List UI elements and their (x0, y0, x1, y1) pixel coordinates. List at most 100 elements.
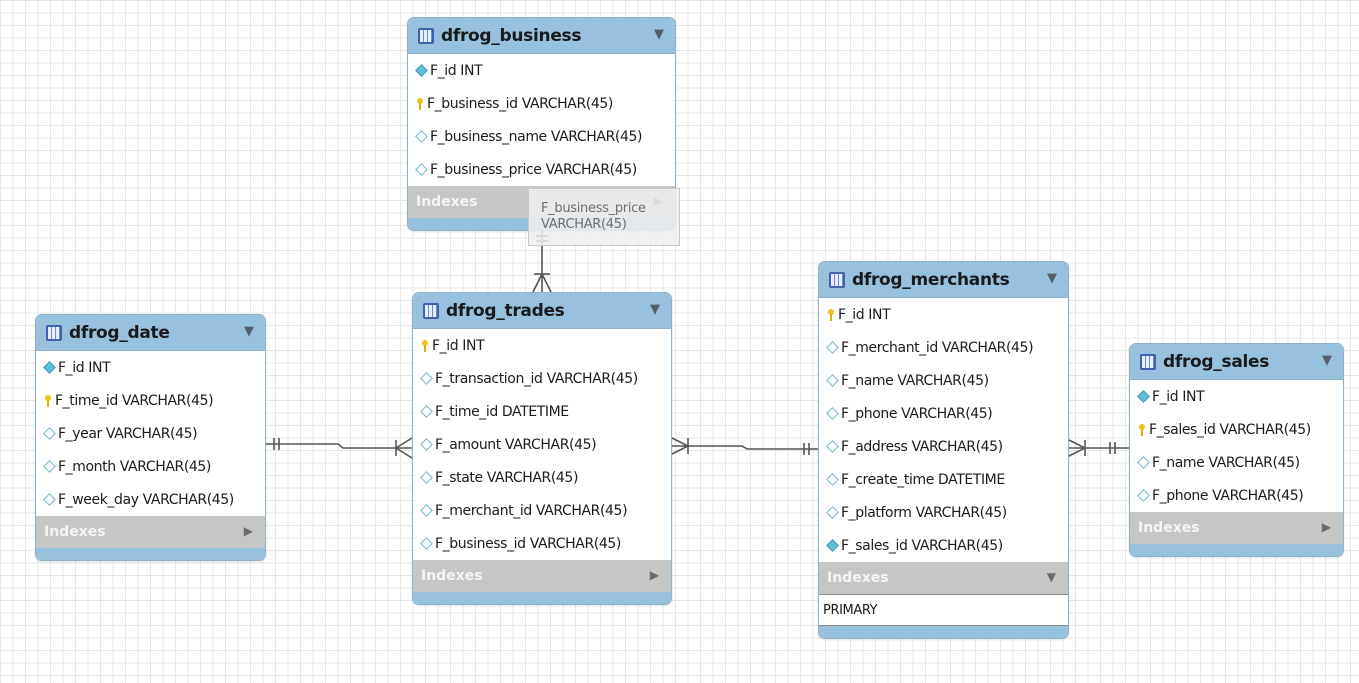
index-name: PRIMARY (823, 602, 878, 618)
chevron-down-icon[interactable]: ▼ (1046, 570, 1056, 584)
table-name: dfrog_date (69, 322, 170, 343)
nullable-diamond-icon (420, 471, 433, 484)
column-row[interactable]: F_sales_id VARCHAR(45) (1130, 413, 1343, 446)
column-row[interactable]: F_week_day VARCHAR(45) (36, 483, 265, 516)
chevron-down-icon[interactable]: ▼ (244, 324, 254, 339)
column-row[interactable]: F_amount VARCHAR(45) (413, 428, 671, 461)
column-row[interactable]: F_id INT (36, 351, 265, 384)
table-icon (829, 271, 845, 288)
index-item[interactable]: PRIMARY (819, 594, 1068, 626)
column-label: F_week_day VARCHAR(45) (58, 491, 234, 508)
column-row[interactable]: F_create_time DATETIME (819, 463, 1068, 496)
table-header[interactable]: dfrog_business▼ (408, 18, 675, 54)
nullable-diamond-icon (826, 374, 839, 387)
column-label: F_transaction_id VARCHAR(45) (435, 370, 638, 387)
primary-key-icon (828, 308, 834, 321)
table-footer (36, 548, 265, 560)
column-label: F_business_name VARCHAR(45) (430, 128, 643, 145)
column-row[interactable]: F_sales_id VARCHAR(45) (819, 529, 1068, 562)
column-row[interactable]: F_id INT (1130, 380, 1343, 413)
column-label: F_year VARCHAR(45) (58, 425, 198, 442)
chevron-right-icon[interactable]: ▶ (1321, 520, 1331, 534)
column-row[interactable]: F_business_id VARCHAR(45) (408, 87, 675, 120)
column-tooltip: F_business_price VARCHAR(45) (528, 188, 680, 246)
indexes-bar[interactable]: Indexes▶ (36, 516, 265, 548)
table-dfrog-trades[interactable]: dfrog_trades ▼ F_id INT F_transaction_id VA… (412, 292, 672, 605)
chevron-down-icon[interactable]: ▼ (650, 302, 660, 317)
column-row[interactable]: F_transaction_id VARCHAR(45) (413, 362, 671, 395)
indexes-bar[interactable]: Indexes ▶ (1130, 512, 1343, 544)
indexes-label: Indexes (827, 570, 889, 586)
table-footer (413, 592, 671, 604)
table-header[interactable]: dfrog_sales▼ (1130, 344, 1343, 380)
table-header[interactable]: dfrog_date ▼ (36, 315, 265, 351)
nullable-diamond-icon (420, 504, 433, 517)
column-row[interactable]: F_time_id DATETIME (413, 395, 671, 428)
table-dfrog-sales[interactable]: dfrog_sales▼ F_id INT F_sales_id VARCHAR(4… (1129, 343, 1344, 557)
indexes-label: Indexes (1138, 520, 1200, 536)
table-header[interactable]: dfrog_trades ▼ (413, 293, 671, 329)
column-label: F_address VARCHAR(45) (841, 438, 1003, 455)
column-row[interactable]: F_state VARCHAR(45) (413, 461, 671, 494)
column-row[interactable]: F_time_id VARCHAR(45) (36, 384, 265, 417)
column-row[interactable]: F_id INT (408, 54, 675, 87)
nullable-diamond-icon (1137, 489, 1150, 502)
column-row[interactable]: F_platform VARCHAR(45) (819, 496, 1068, 529)
column-label: F_create_time DATETIME (841, 471, 1005, 488)
indexes-bar[interactable]: Indexes▶ (413, 560, 671, 592)
column-row[interactable]: F_phone VARCHAR(45) (1130, 479, 1343, 512)
table-header[interactable]: dfrog_merchants▼ (819, 262, 1068, 298)
column-row[interactable]: F_merchant_id VARCHAR(45) (413, 494, 671, 527)
chevron-down-icon[interactable]: ▼ (654, 27, 664, 42)
column-label: F_id INT (1152, 388, 1205, 405)
column-label: F_phone VARCHAR(45) (841, 405, 993, 422)
chevron-right-icon[interactable]: ▶ (649, 568, 659, 582)
nullable-diamond-icon (826, 440, 839, 453)
column-row[interactable]: F_name VARCHAR(45) (1130, 446, 1343, 479)
nullable-diamond-icon (826, 341, 839, 354)
indexes-bar[interactable]: Indexes ▼ (819, 562, 1068, 594)
nullable-diamond-icon (415, 163, 428, 176)
column-row[interactable]: F_business_price VARCHAR(45) (408, 153, 675, 186)
column-label: F_id INT (58, 359, 111, 376)
tooltip-line-2: VARCHAR(45) (541, 217, 627, 232)
column-row[interactable]: F_business_id VARCHAR(45) (413, 527, 671, 560)
column-label: F_business_id VARCHAR(45) (435, 535, 621, 552)
nullable-diamond-icon (826, 473, 839, 486)
column-row[interactable]: F_month VARCHAR(45) (36, 450, 265, 483)
chevron-right-icon[interactable]: ▶ (243, 524, 253, 538)
column-row[interactable]: F_id INT (413, 329, 671, 362)
column-label: F_id INT (838, 306, 891, 323)
column-row[interactable]: F_id INT (819, 298, 1068, 331)
indexes-label: Indexes (416, 194, 478, 210)
column-row[interactable]: F_merchant_id VARCHAR(45) (819, 331, 1068, 364)
column-label: F_business_id VARCHAR(45) (427, 95, 613, 112)
table-footer (819, 626, 1068, 638)
nullable-diamond-icon (826, 407, 839, 420)
chevron-down-icon[interactable]: ▼ (1322, 353, 1332, 368)
column-label: F_id INT (432, 337, 485, 354)
primary-key-icon (417, 97, 423, 110)
table-icon (1140, 353, 1156, 370)
primary-key-icon (422, 339, 428, 352)
column-row[interactable]: F_year VARCHAR(45) (36, 417, 265, 450)
table-name: dfrog_trades (446, 300, 565, 321)
table-dfrog-date[interactable]: dfrog_date ▼ F_id INT F_time_id VARCHAR(45)… (35, 314, 266, 561)
not-null-diamond-icon (43, 361, 56, 374)
column-label: F_name VARCHAR(45) (841, 372, 989, 389)
chevron-down-icon[interactable]: ▼ (1047, 271, 1057, 286)
column-row[interactable]: F_name VARCHAR(45) (819, 364, 1068, 397)
column-row[interactable]: F_business_name VARCHAR(45) (408, 120, 675, 153)
column-label: F_platform VARCHAR(45) (841, 504, 1007, 521)
column-row[interactable]: F_address VARCHAR(45) (819, 430, 1068, 463)
column-label: F_month VARCHAR(45) (58, 458, 211, 475)
not-null-diamond-icon (1137, 390, 1150, 403)
table-icon (418, 27, 434, 44)
table-dfrog-merchants[interactable]: dfrog_merchants▼ F_id INT F_merchant_id VA… (818, 261, 1069, 639)
nullable-diamond-icon (43, 493, 56, 506)
column-label: F_merchant_id VARCHAR(45) (435, 502, 628, 519)
primary-key-icon (1139, 423, 1145, 436)
column-row[interactable]: F_phone VARCHAR(45) (819, 397, 1068, 430)
nullable-diamond-icon (420, 438, 433, 451)
column-label: F_sales_id VARCHAR(45) (1149, 421, 1311, 438)
